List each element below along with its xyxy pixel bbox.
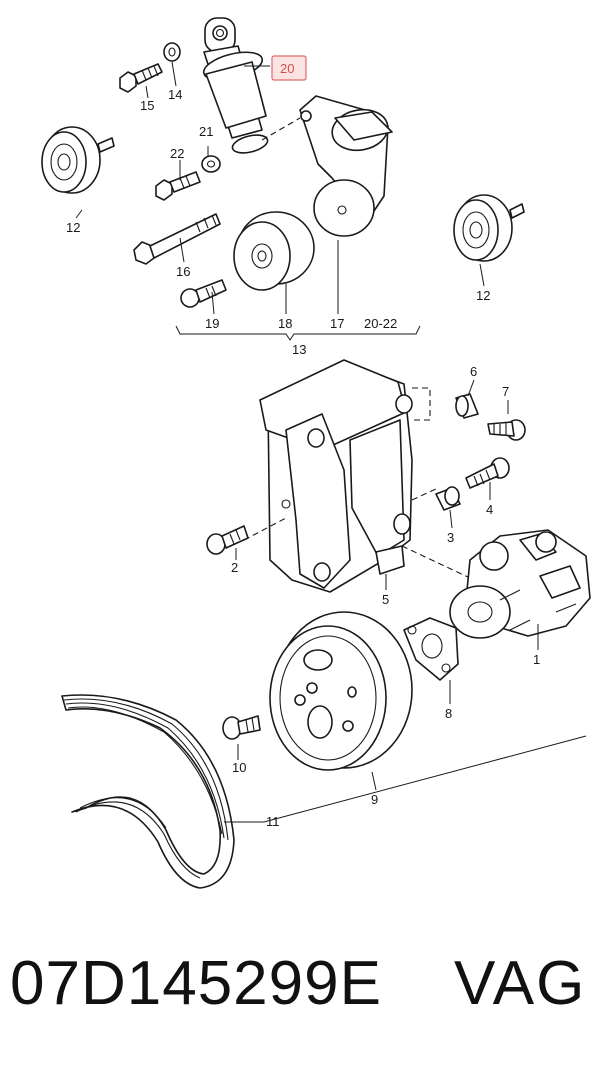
callout-19: 19 bbox=[205, 316, 219, 331]
tensioner-damper bbox=[202, 17, 301, 154]
highlighted-callout-20: 20 bbox=[271, 55, 307, 81]
callout-9: 9 bbox=[371, 792, 378, 807]
brand-text: VAG bbox=[454, 949, 587, 1018]
callout-14: 14 bbox=[168, 87, 182, 102]
callout-17: 17 bbox=[330, 316, 344, 331]
callout-15: 15 bbox=[140, 98, 154, 113]
callout-1: 1 bbox=[533, 652, 540, 667]
bolt-part-15 bbox=[119, 63, 163, 93]
callout-4: 4 bbox=[486, 502, 493, 517]
callout-20-label: 20 bbox=[280, 61, 294, 76]
callout-3: 3 bbox=[447, 530, 454, 545]
pump-pulley-part-9 bbox=[269, 611, 413, 771]
washer-part-21 bbox=[201, 155, 221, 173]
leader-lines-lower bbox=[224, 379, 587, 823]
gasket-part-8 bbox=[403, 617, 459, 681]
callout-11: 11 bbox=[266, 814, 280, 829]
part-number-text: 07D145299E bbox=[10, 949, 382, 1018]
bolt-part-19 bbox=[180, 279, 227, 308]
callout-13: 13 bbox=[292, 342, 306, 357]
callout-16: 16 bbox=[176, 264, 190, 279]
callout-21: 21 bbox=[199, 124, 213, 139]
callout-12-left: 12 bbox=[66, 220, 80, 235]
idler-pulley-left bbox=[41, 126, 115, 194]
tensioner-bracket-part-17 bbox=[299, 95, 393, 237]
callout-10: 10 bbox=[232, 760, 246, 775]
ribbed-belt-part-11 bbox=[61, 694, 235, 889]
callout-8: 8 bbox=[445, 706, 452, 721]
bolt-part-22 bbox=[155, 171, 201, 201]
exploded-parts-diagram: 20 bbox=[41, 17, 591, 889]
callout-18: 18 bbox=[278, 316, 292, 331]
callout-6: 6 bbox=[470, 364, 477, 379]
sleeve-part-6 bbox=[455, 393, 479, 419]
idler-pulley-right bbox=[453, 194, 525, 262]
callout-22: 22 bbox=[170, 146, 184, 161]
bolt-part-7 bbox=[487, 419, 526, 441]
callout-12-right: 12 bbox=[476, 288, 490, 303]
leader-lines-upper bbox=[75, 61, 485, 315]
washer-part-14 bbox=[163, 42, 181, 62]
callout-20-22: 20-22 bbox=[364, 316, 397, 331]
sleeve-part-3 bbox=[435, 486, 461, 511]
bolt-part-2 bbox=[206, 525, 249, 555]
callout-labels: 12 15 14 21 22 16 12 19 18 17 20-22 13 6… bbox=[66, 87, 540, 829]
bolt-part-10 bbox=[222, 715, 261, 740]
bolt-part-4 bbox=[465, 457, 510, 489]
pulley-part-18 bbox=[233, 211, 315, 291]
bolt-part-16 bbox=[133, 213, 221, 265]
callout-2: 2 bbox=[231, 560, 238, 575]
callout-5: 5 bbox=[382, 592, 389, 607]
pump-bracket-part-5 bbox=[243, 359, 471, 593]
callout-7: 7 bbox=[502, 384, 509, 399]
power-steering-pump-part-1 bbox=[449, 529, 591, 639]
group-brace-part-13 bbox=[175, 325, 421, 341]
